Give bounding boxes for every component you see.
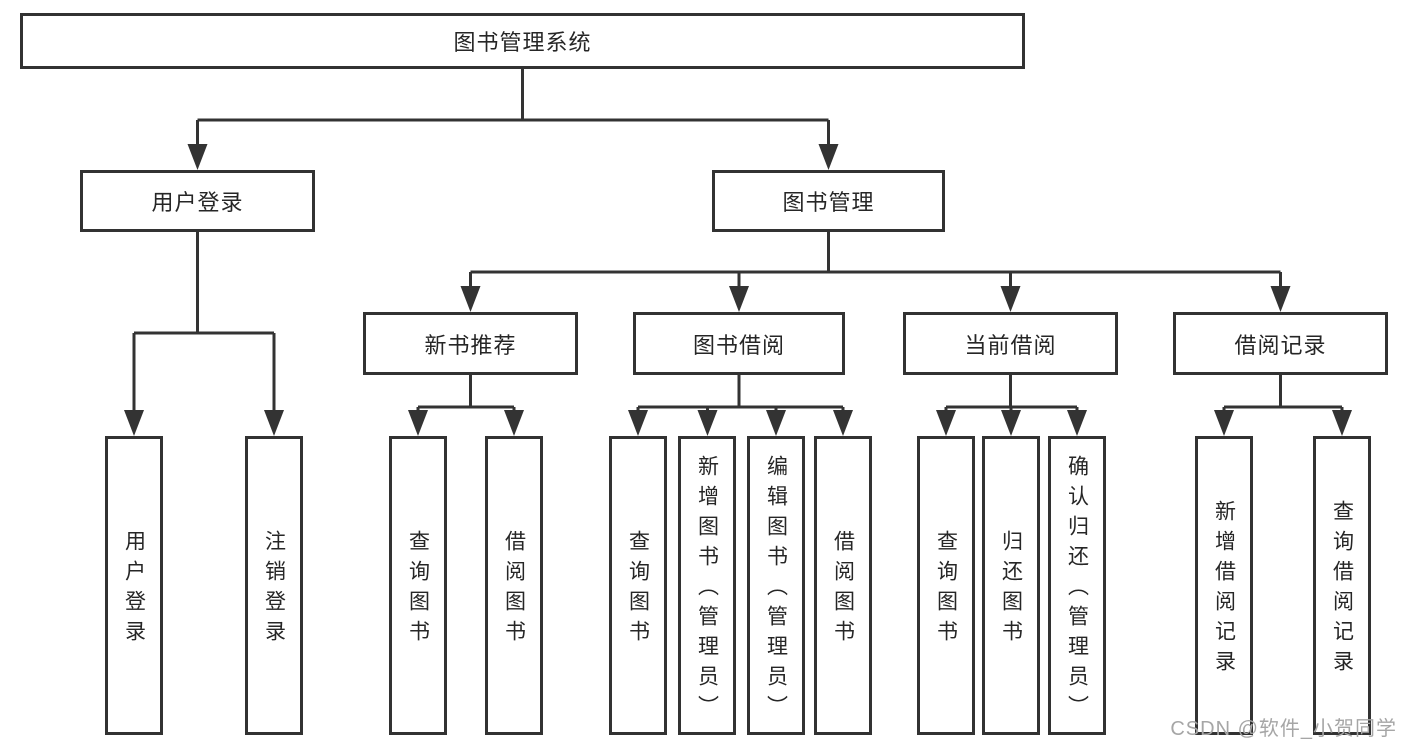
leaf-logout: 注销登录 bbox=[245, 436, 303, 735]
leaf-add-book-admin: 新增图书（管理员） bbox=[678, 436, 736, 735]
leaf-label: 新增借阅记录 bbox=[1212, 500, 1236, 680]
leaf-query-books: 查询图书 bbox=[917, 436, 975, 735]
node-label: 借阅记录 bbox=[1234, 332, 1327, 358]
leaf-label: 借阅图书 bbox=[831, 530, 855, 650]
csdn-watermark: CSDN @软件_小贺同学 bbox=[1170, 718, 1397, 740]
leaf-label: 查询图书 bbox=[934, 530, 958, 650]
node-book-management: 图书管理 bbox=[712, 170, 945, 232]
leaf-label: 确认归还（管理员） bbox=[1065, 455, 1089, 725]
leaf-label: 查询图书 bbox=[626, 530, 650, 650]
leaf-return-books: 归还图书 bbox=[982, 436, 1040, 735]
node-label: 当前借阅 bbox=[964, 332, 1057, 358]
leaf-label: 借阅图书 bbox=[502, 530, 526, 650]
leaf-label: 编辑图书（管理员） bbox=[764, 455, 788, 725]
leaf-label: 查询图书 bbox=[406, 530, 430, 650]
leaf-label: 用户登录 bbox=[122, 530, 146, 650]
leaf-label: 归还图书 bbox=[999, 530, 1023, 650]
node-current-borrow: 当前借阅 bbox=[903, 312, 1118, 375]
leaf-borrow-books: 借阅图书 bbox=[485, 436, 543, 735]
node-new-book-recommend: 新书推荐 bbox=[363, 312, 578, 375]
leaf-confirm-return-admin: 确认归还（管理员） bbox=[1048, 436, 1106, 735]
leaf-edit-book-admin: 编辑图书（管理员） bbox=[747, 436, 805, 735]
node-user-login: 用户登录 bbox=[80, 170, 315, 232]
node-label: 新书推荐 bbox=[424, 332, 517, 358]
node-library-management-system: 图书管理系统 bbox=[20, 13, 1025, 69]
leaf-user-login: 用户登录 bbox=[105, 436, 163, 735]
leaf-label: 查询借阅记录 bbox=[1330, 500, 1354, 680]
node-label: 图书管理系统 bbox=[453, 30, 592, 55]
leaf-query-books: 查询图书 bbox=[389, 436, 447, 735]
node-label: 图书管理 bbox=[782, 190, 875, 215]
leaf-label: 新增图书（管理员） bbox=[695, 455, 719, 725]
node-borrow-records: 借阅记录 bbox=[1173, 312, 1388, 375]
node-label: 图书借阅 bbox=[692, 332, 785, 358]
leaf-query-borrow-record: 查询借阅记录 bbox=[1313, 436, 1371, 735]
leaf-borrow-books: 借阅图书 bbox=[814, 436, 872, 735]
node-label: 用户登录 bbox=[151, 190, 244, 215]
leaf-label: 注销登录 bbox=[262, 530, 286, 650]
leaf-query-books: 查询图书 bbox=[609, 436, 667, 735]
node-book-borrow: 图书借阅 bbox=[633, 312, 845, 375]
leaf-add-borrow-record: 新增借阅记录 bbox=[1195, 436, 1253, 735]
